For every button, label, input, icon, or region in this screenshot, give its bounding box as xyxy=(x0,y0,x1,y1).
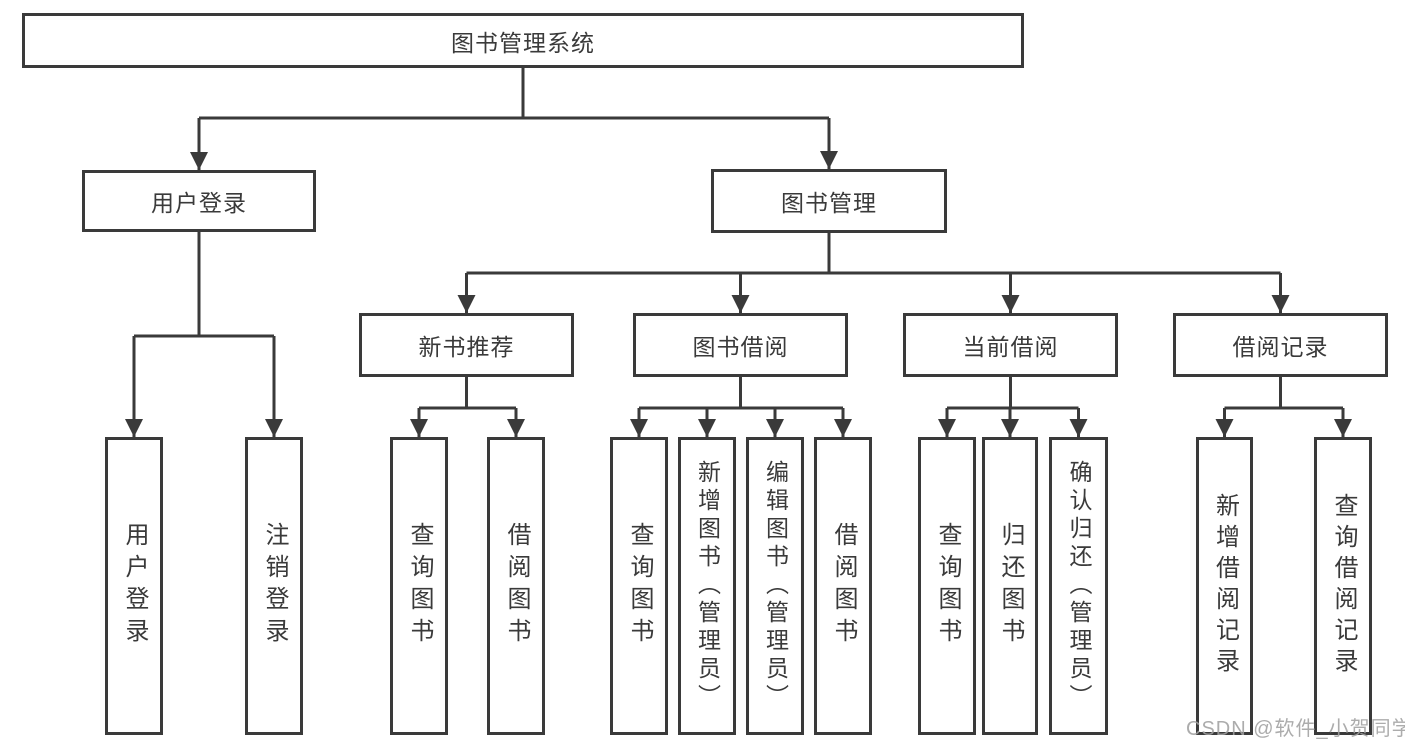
leaf-add-borrow-record: 新增借阅记录 xyxy=(1196,437,1253,735)
leaf-query-books-borrow: 查询图书 xyxy=(610,437,668,735)
node-book-borrowing: 图书借阅 xyxy=(633,313,848,377)
leaf-query-books-current: 查询图书 xyxy=(918,437,976,735)
leaf-query-borrow-record: 查询借阅记录 xyxy=(1314,437,1372,735)
leaf-borrow-books: 借阅图书 xyxy=(814,437,872,735)
node-user-login: 用户登录 xyxy=(82,170,316,232)
node-borrowing-records: 借阅记录 xyxy=(1173,313,1388,377)
leaf-borrow-books-recommend: 借阅图书 xyxy=(487,437,545,735)
node-current-borrowing: 当前借阅 xyxy=(903,313,1118,377)
node-new-book-recommendation: 新书推荐 xyxy=(359,313,574,377)
leaf-logout: 注销登录 xyxy=(245,437,303,735)
leaf-return-books: 归还图书 xyxy=(982,437,1038,735)
node-root-library-management-system: 图书管理系统 xyxy=(22,13,1024,68)
leaf-add-books-admin: 新增图书（管理员） xyxy=(678,437,736,735)
leaf-edit-books-admin: 编辑图书（管理员） xyxy=(746,437,804,735)
leaf-user-login: 用户登录 xyxy=(105,437,163,735)
csdn-watermark: CSDN @软件_小贺同学 xyxy=(1186,718,1405,740)
leaf-query-books-recommend: 查询图书 xyxy=(390,437,448,735)
leaf-confirm-return-admin: 确认归还（管理员） xyxy=(1049,437,1108,735)
node-book-management: 图书管理 xyxy=(711,169,947,233)
